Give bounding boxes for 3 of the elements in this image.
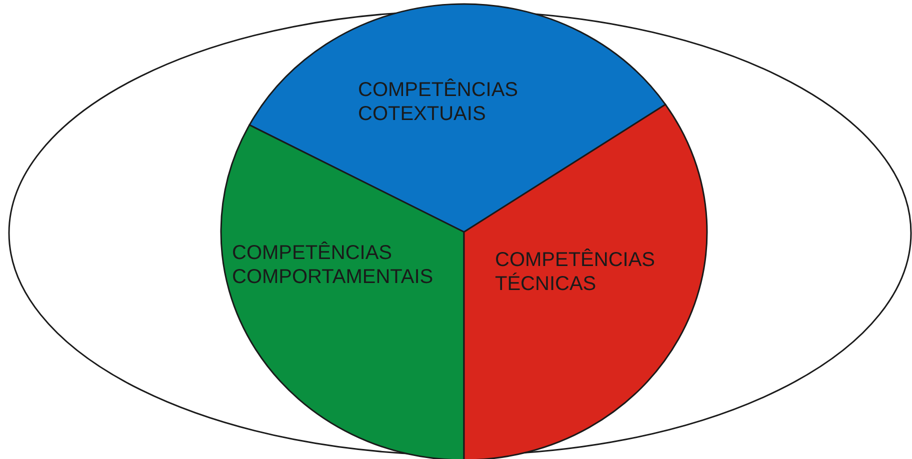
sector-label: COMPETÊNCIAS COTEXTUAIS [358,78,520,126]
sector-label: COMPETÊNCIAS COMPORTAMENTAIS [232,241,434,289]
sector-label: COMPETÊNCIAS TÉCNICAS [495,248,656,296]
